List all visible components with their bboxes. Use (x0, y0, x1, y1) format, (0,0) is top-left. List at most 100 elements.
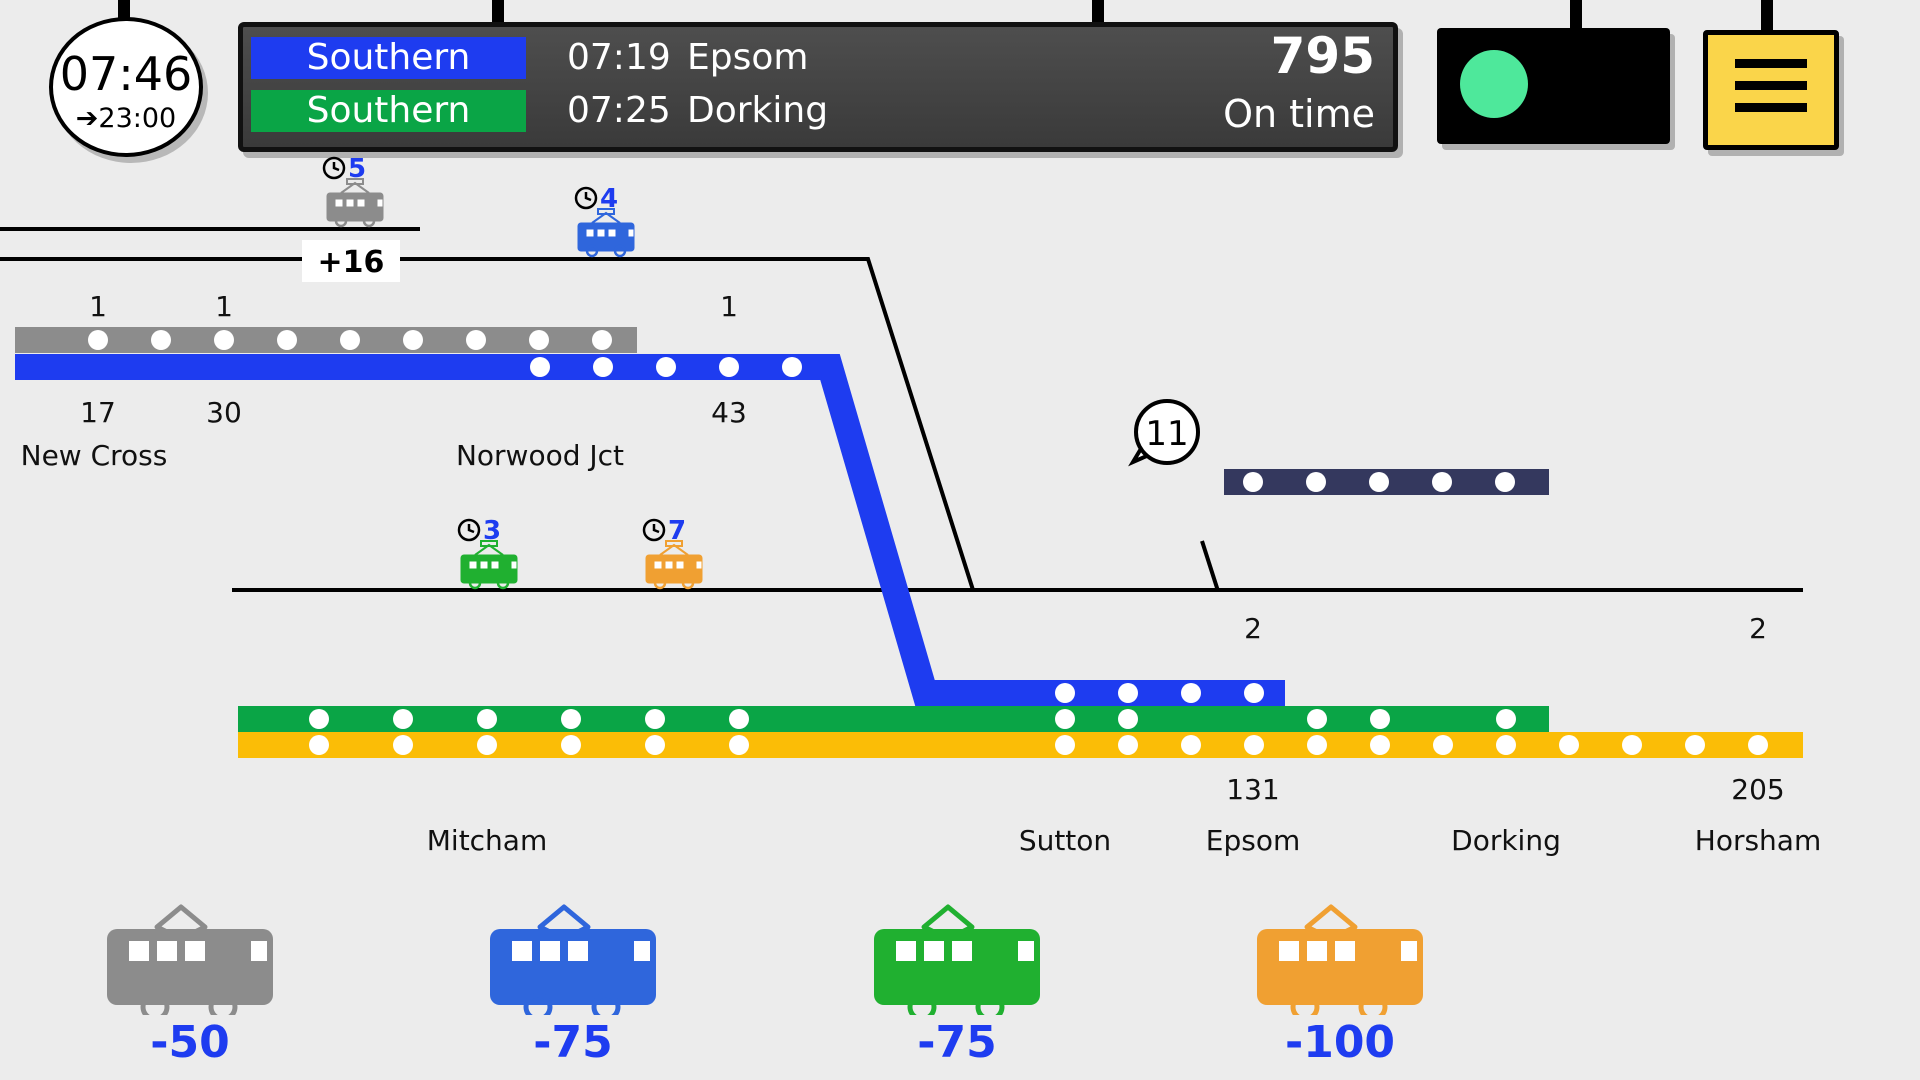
gray-train-icon (107, 904, 273, 1015)
station-dot (645, 709, 665, 729)
green-line (238, 706, 1549, 732)
station-epsom: Epsom (1206, 824, 1300, 857)
map-train-orange[interactable]: 7 (642, 516, 704, 590)
orange-train-icon (1257, 904, 1423, 1015)
station-dot (782, 357, 802, 377)
blue-line (15, 354, 1285, 706)
hamburger-icon (1735, 81, 1807, 90)
train-wait: 4 (600, 184, 618, 214)
station-dot (1559, 735, 1579, 755)
clock-time: 07:46 (59, 47, 193, 101)
departure-operator: Southern (251, 90, 526, 132)
station-dot (729, 735, 749, 755)
track-line (1200, 540, 1220, 592)
station-horsham: Horsham (1695, 824, 1821, 857)
blue-train-icon (490, 904, 656, 1015)
departure-row: Southern 07:25 Dorking (251, 90, 1381, 132)
map-train-gray[interactable]: 5 (322, 154, 385, 228)
station-dot (393, 709, 413, 729)
station-dot (277, 330, 297, 350)
train-price: -75 (533, 1017, 613, 1068)
station-count: 205 (1731, 773, 1784, 806)
train-price: -75 (917, 1017, 997, 1068)
station-dot (1118, 709, 1138, 729)
buy-orange-train-button[interactable]: -100 (1245, 895, 1435, 1075)
passenger-count: 1 (720, 290, 738, 323)
passenger-count: 1 (89, 290, 107, 323)
map-train-green[interactable]: 3 (457, 516, 519, 590)
station-dorking: Dorking (1451, 824, 1561, 857)
departure-destination: Dorking (687, 90, 829, 131)
train-wait: 5 (348, 154, 366, 184)
station-dot (1495, 472, 1515, 492)
station-dot (1685, 735, 1705, 755)
hanger (492, 0, 504, 26)
station-count: 131 (1226, 773, 1279, 806)
station-count: 43 (711, 396, 747, 429)
train-wait: 3 (483, 516, 501, 546)
station-dot (309, 709, 329, 729)
station-dot (1369, 472, 1389, 492)
hamburger-icon (1735, 103, 1807, 112)
station-dot (593, 357, 613, 377)
score: 795 (1270, 27, 1375, 85)
station-dot (309, 735, 329, 755)
buy-blue-train-button[interactable]: -75 (478, 895, 668, 1075)
train-price: -100 (1284, 1017, 1396, 1068)
station-count: 30 (206, 396, 242, 429)
map-train-blue[interactable]: 4 (574, 184, 636, 258)
hanger (118, 0, 130, 22)
station-norwood-jct: Norwood Jct (456, 439, 624, 472)
station-dot (1181, 735, 1201, 755)
station-dot (1432, 472, 1452, 492)
station-dot (1748, 735, 1768, 755)
station-dot (340, 330, 360, 350)
passenger-bubble[interactable]: 11 (1128, 399, 1200, 467)
station-dot (1496, 735, 1516, 755)
departure-time: 07:25 (567, 90, 671, 131)
passenger-count: 1 (215, 290, 233, 323)
passenger-count: 2 (1244, 612, 1262, 645)
station-dot (592, 330, 612, 350)
station-sutton: Sutton (1019, 824, 1111, 857)
delay-label: +16 (318, 245, 385, 280)
bubble-label: 11 (1145, 414, 1188, 454)
station-dot (1307, 709, 1327, 729)
station-dot (1370, 709, 1390, 729)
clock-end-time: ➔23:00 (75, 103, 177, 134)
station-dots (88, 330, 1768, 755)
buy-gray-train-button[interactable]: -50 (95, 895, 285, 1075)
station-dot (1370, 735, 1390, 755)
station-dot (719, 357, 739, 377)
station-mitcham: Mitcham (427, 824, 548, 857)
station-dot (88, 330, 108, 350)
hanger (1761, 0, 1773, 34)
station-dot (477, 709, 497, 729)
hanger (1570, 0, 1582, 32)
station-dot (1244, 735, 1264, 755)
station-dot (1118, 683, 1138, 703)
station-dot (1496, 709, 1516, 729)
station-dot (561, 709, 581, 729)
station-dot (1243, 472, 1263, 492)
departure-operator: Southern (251, 37, 526, 79)
station-dot (1181, 683, 1201, 703)
signal-lamp-icon (1460, 50, 1528, 118)
train-price: -50 (150, 1017, 230, 1068)
game-clock: 07:46 ➔23:00 (49, 17, 203, 157)
station-dot (1433, 735, 1453, 755)
menu-button[interactable] (1703, 30, 1839, 150)
station-dot (466, 330, 486, 350)
signal-light[interactable] (1437, 28, 1670, 144)
departure-row: Southern 07:19 Epsom (251, 37, 1381, 79)
hamburger-icon (1735, 59, 1807, 68)
station-dot (1307, 735, 1327, 755)
station-dot (561, 735, 581, 755)
station-dot (1055, 709, 1075, 729)
green-train-icon (874, 904, 1040, 1015)
delay-box (302, 240, 400, 282)
station-dot (151, 330, 171, 350)
buy-green-train-button[interactable]: -75 (862, 895, 1052, 1075)
